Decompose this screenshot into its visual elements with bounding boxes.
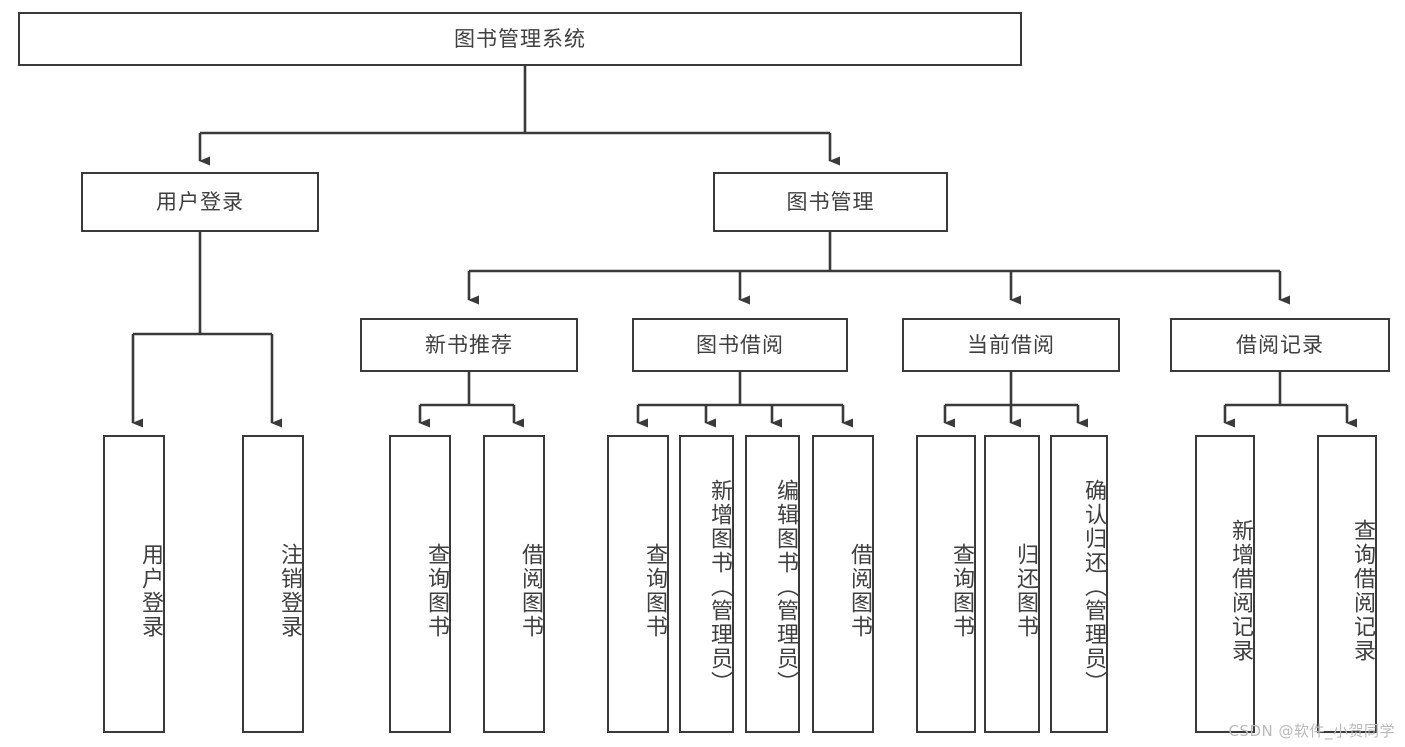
leaf-new-book-query-book[interactable]: 查询图书: [389, 435, 451, 733]
leaf-user-login-logout[interactable]: 注销登录: [242, 435, 304, 733]
leaf-current-borrow-query-book[interactable]: 查询图书: [916, 435, 976, 733]
node-current-borrow[interactable]: 当前借阅: [902, 318, 1120, 372]
node-label: 查询图书: [424, 543, 449, 639]
node-label: 借阅图书: [518, 543, 543, 639]
node-book-management[interactable]: 图书管理: [713, 172, 948, 232]
node-new-book-recommend[interactable]: 新书推荐: [360, 318, 578, 372]
node-label: 用户登录: [138, 543, 163, 639]
leaf-current-borrow-confirm-return-admin[interactable]: 确认归还（管理员）: [1050, 435, 1108, 733]
node-label: 借阅图书: [847, 543, 872, 639]
node-label: 借阅记录: [1236, 332, 1324, 357]
node-label: 当前借阅: [967, 332, 1055, 357]
node-label: 新增借阅记录: [1228, 519, 1253, 663]
node-user-login[interactable]: 用户登录: [81, 172, 319, 232]
leaf-borrow-record-add-record[interactable]: 新增借阅记录: [1195, 435, 1255, 733]
leaf-book-borrow-add-book-admin[interactable]: 新增图书（管理员）: [679, 435, 734, 733]
node-label: 编辑图书（管理员）: [773, 479, 798, 695]
leaf-book-borrow-query-book[interactable]: 查询图书: [607, 435, 669, 733]
node-label: 查询图书: [949, 543, 974, 639]
node-book-borrow[interactable]: 图书借阅: [632, 318, 848, 372]
node-label: 确认归还（管理员）: [1081, 479, 1106, 695]
node-borrow-record[interactable]: 借阅记录: [1170, 318, 1390, 372]
leaf-book-borrow-borrow-book[interactable]: 借阅图书: [812, 435, 874, 733]
leaf-user-login-login[interactable]: 用户登录: [103, 435, 165, 733]
node-label: 归还图书: [1013, 543, 1038, 639]
csdn-watermark: CSDN @软件_小贺同学: [1228, 722, 1395, 740]
node-label: 注销登录: [277, 543, 302, 639]
leaf-book-borrow-edit-book-admin[interactable]: 编辑图书（管理员）: [745, 435, 800, 733]
node-label: 新增图书（管理员）: [707, 479, 732, 695]
node-label: 查询借阅记录: [1350, 519, 1375, 663]
node-label: 图书管理: [786, 189, 875, 214]
node-label: 图书管理系统: [454, 26, 586, 51]
node-root-book-management-system[interactable]: 图书管理系统: [18, 12, 1022, 66]
leaf-current-borrow-return-book[interactable]: 归还图书: [984, 435, 1040, 733]
node-label: 用户登录: [156, 189, 244, 214]
leaf-borrow-record-query-record[interactable]: 查询借阅记录: [1317, 435, 1377, 733]
node-label: 新书推荐: [425, 332, 513, 357]
node-label: 查询图书: [642, 543, 667, 639]
leaf-new-book-borrow-book[interactable]: 借阅图书: [483, 435, 545, 733]
node-label: 图书借阅: [696, 332, 784, 357]
